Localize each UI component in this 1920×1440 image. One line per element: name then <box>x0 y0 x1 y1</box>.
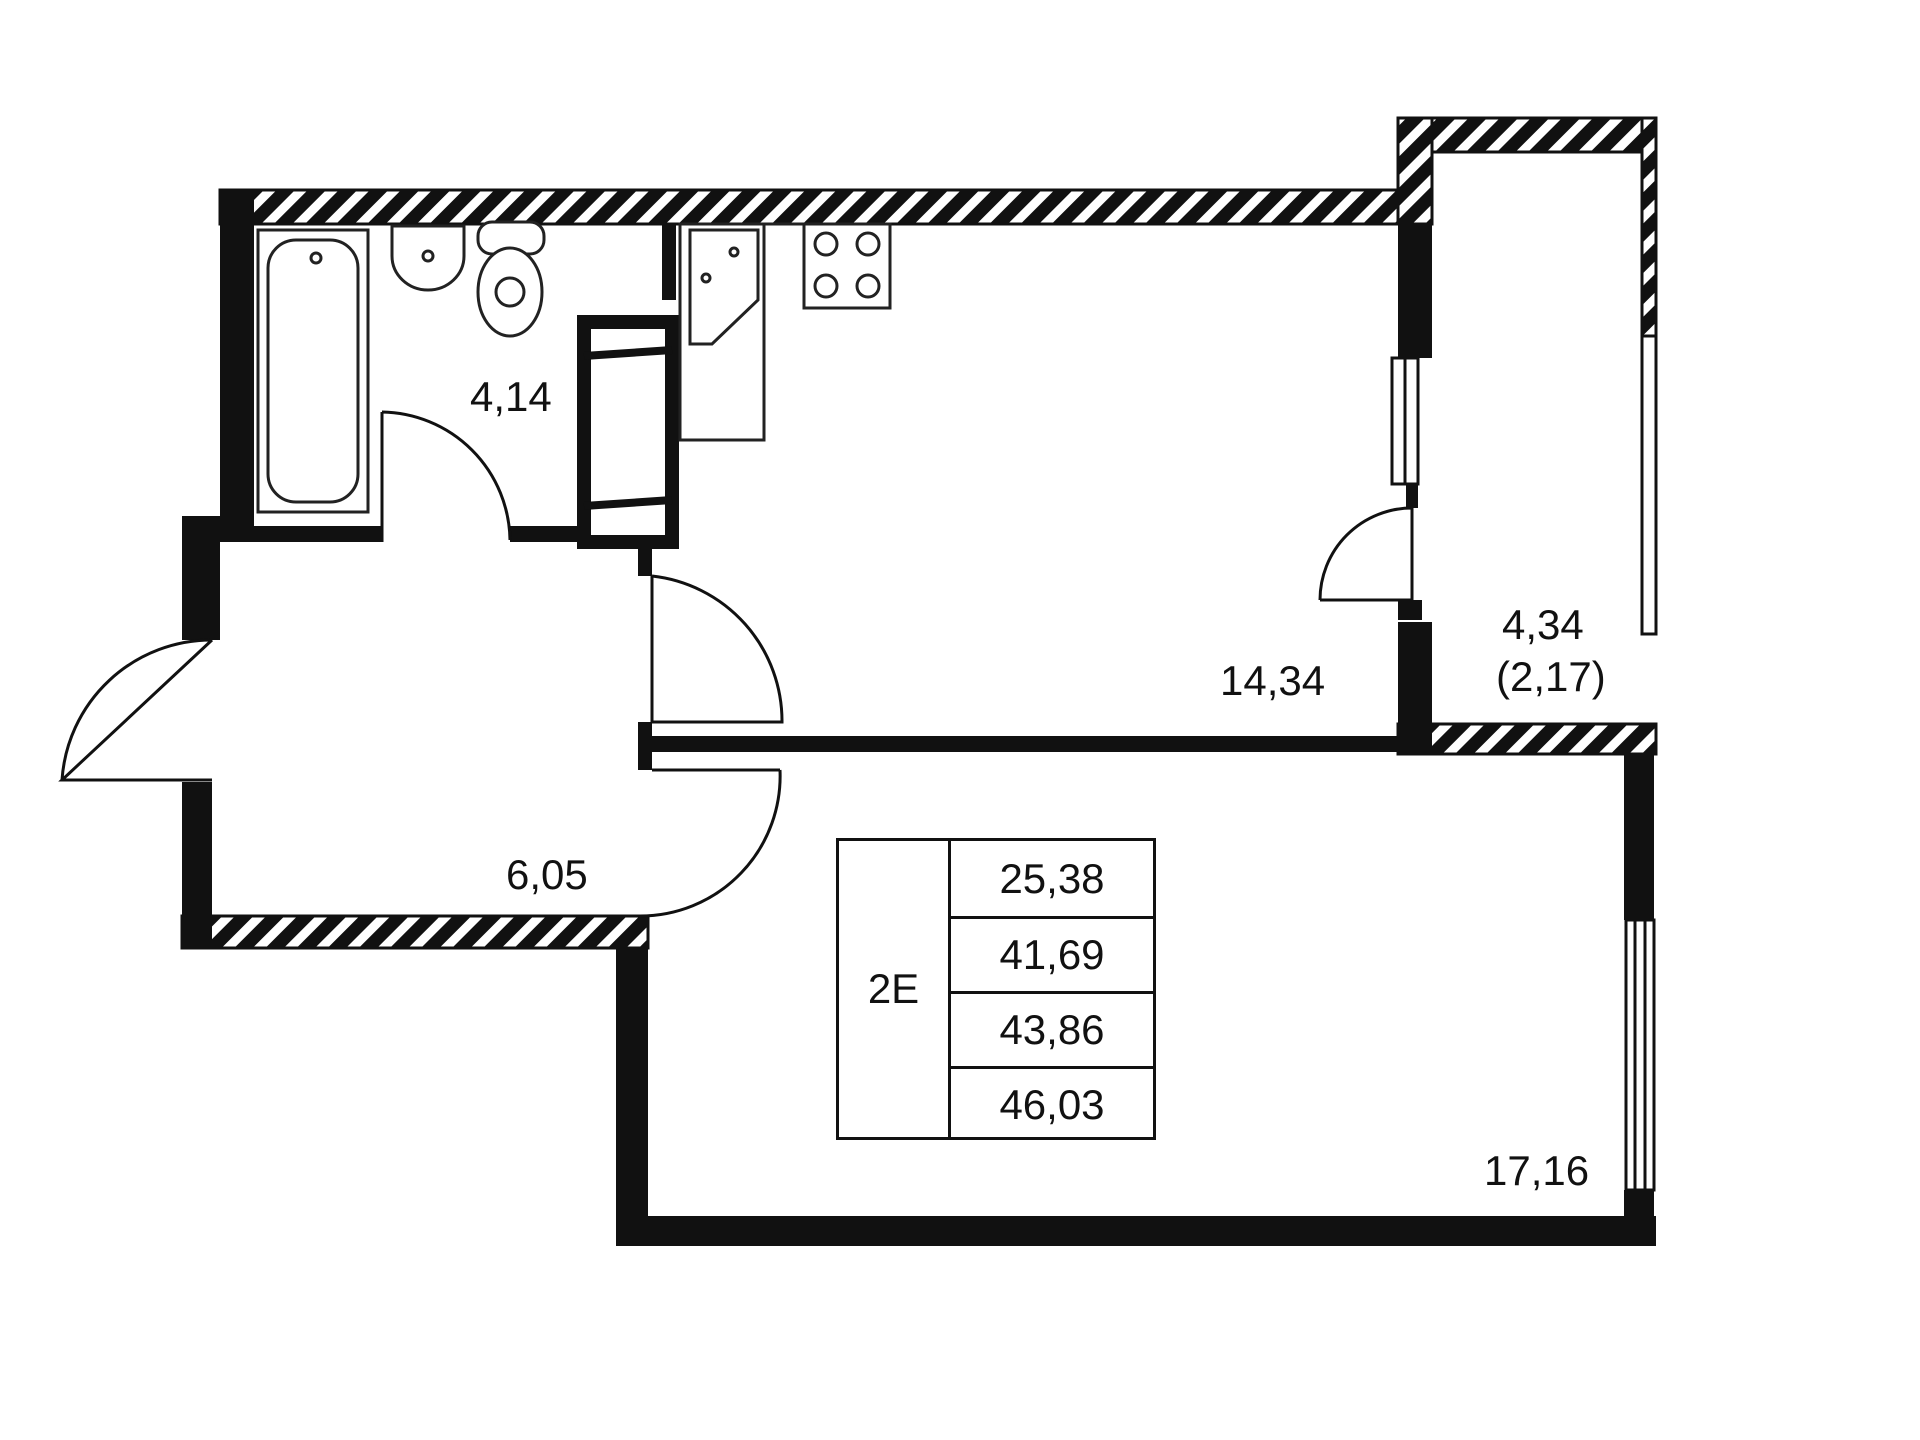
area-living: 25,38 <box>999 854 1105 902</box>
balcony-window <box>1640 334 1658 636</box>
kitchen-counter <box>678 222 804 442</box>
room-area-bedroom: 17,16 <box>1484 1147 1590 1194</box>
room-area-hallway: 6,05 <box>506 851 588 898</box>
bedroom-bottom-wall <box>616 1216 1656 1246</box>
partition-stub-upper <box>638 542 652 576</box>
windows <box>1390 334 1658 1192</box>
bedroom-right-wall-lower <box>1624 1190 1654 1246</box>
area-total-net: 41,69 <box>951 916 1153 991</box>
bedroom-window <box>1624 918 1656 1192</box>
bedroom-right-wall-upper <box>1624 754 1654 920</box>
balcony-top-wall <box>1396 116 1658 154</box>
area-total-reduced: 43,86 <box>951 991 1153 1066</box>
bath-right-wall <box>662 224 676 300</box>
room-area-balcony: 4,34 <box>1502 601 1584 648</box>
balcony-left-wall <box>1396 116 1434 226</box>
ventilation-shaft <box>577 315 679 549</box>
doors <box>58 410 1414 918</box>
bathtub <box>256 228 370 514</box>
bath-bottom-wall-left <box>220 526 382 542</box>
bathroom-door <box>380 410 512 542</box>
living-right-wall-upper <box>1398 224 1432 358</box>
living-right-wall-lower <box>1398 600 1422 620</box>
balcony-bottom-wall <box>1396 722 1658 756</box>
balcony-corner-wall <box>1398 622 1432 754</box>
entrance-door <box>58 638 214 782</box>
bedroom-left-wall <box>616 948 648 1246</box>
hatched-walls <box>180 116 1658 950</box>
bedroom-door <box>639 768 782 918</box>
bath-left-wall <box>220 190 254 542</box>
sink <box>390 224 466 292</box>
area-legend-table: 2E 25,38 41,69 43,86 46,03 <box>836 838 1156 1140</box>
solid-walls <box>182 190 1656 1246</box>
toilet <box>476 220 546 338</box>
hall-left-wall-upper <box>182 516 220 640</box>
balcony-door <box>1318 506 1414 602</box>
living-door <box>650 574 784 724</box>
top-wall <box>218 188 1410 226</box>
balcony-right-wall <box>1640 116 1658 338</box>
living-right-wall-mid <box>1406 484 1418 508</box>
hall-left-wall-lower <box>182 782 212 948</box>
area-total-full: 46,03 <box>951 1066 1153 1141</box>
stove <box>802 222 892 310</box>
hallway-bottom-wall <box>180 914 650 950</box>
bath-bottom-wall-right <box>510 526 580 542</box>
partition-stub-lower <box>638 722 652 770</box>
room-area-bathroom: 4,14 <box>470 373 552 420</box>
apartment-type-label: 2E <box>839 841 951 1137</box>
room-area-balcony-reduced: (2,17) <box>1496 653 1606 700</box>
bedroom-top-wall <box>652 736 1398 752</box>
room-area-kitchen-living: 14,34 <box>1220 657 1326 704</box>
